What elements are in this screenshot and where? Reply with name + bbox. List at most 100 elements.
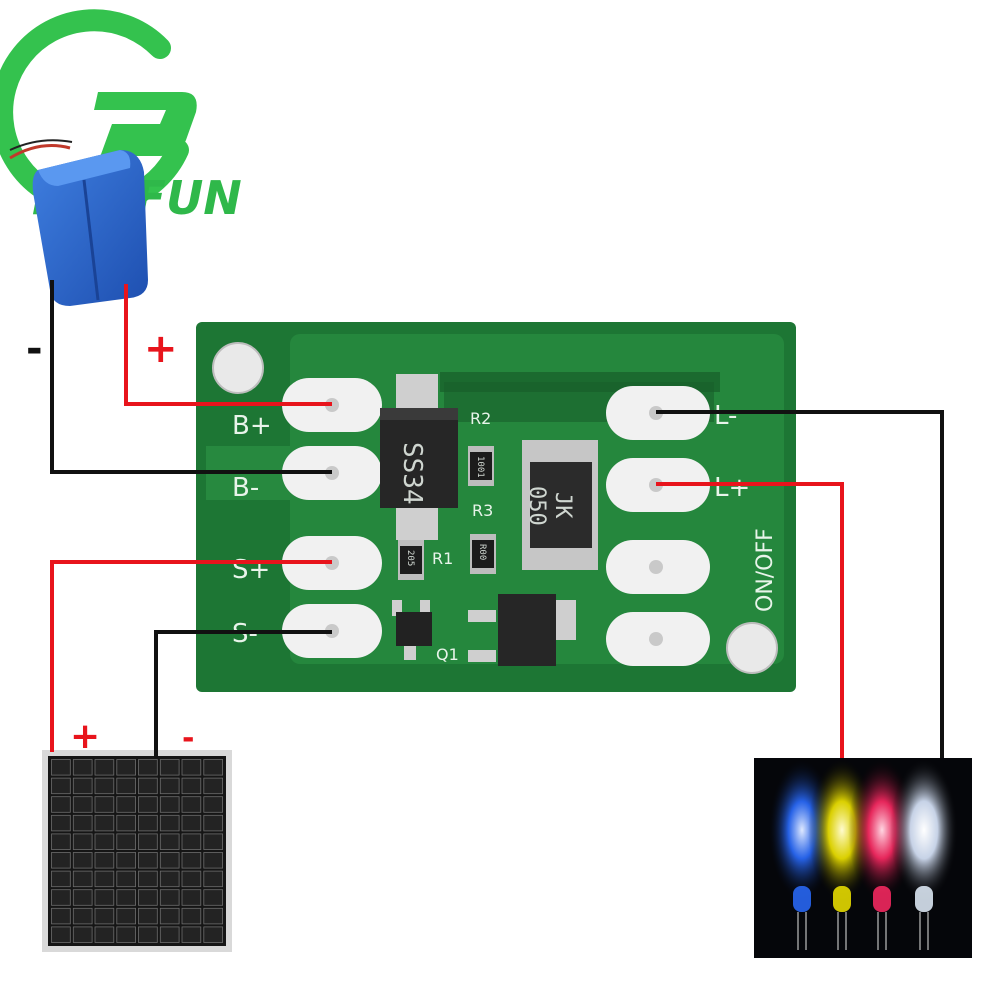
wires: [50, 280, 944, 758]
solar-cell: [181, 852, 202, 869]
label-l-minus: L-: [714, 401, 737, 431]
solar-cell: [116, 852, 137, 869]
solar-cell: [138, 796, 158, 813]
solar-cell: [138, 777, 158, 795]
solar-cell: [203, 852, 224, 869]
battery-lead-black: [9, 139, 73, 151]
solar-cell: [116, 870, 137, 888]
solar-cell: [51, 777, 71, 795]
solar-cell: [203, 796, 224, 813]
solar-cell: [203, 777, 224, 795]
mount-hole-top-left: [212, 342, 264, 394]
led-body: [873, 886, 891, 912]
solar-cell: [181, 759, 202, 776]
battery-top-face: [38, 150, 131, 186]
solar-cell: [181, 833, 202, 850]
solar-cell: [72, 759, 93, 776]
solar-cell: [159, 759, 180, 776]
solar-cell: [94, 870, 115, 888]
solar-panel: + -: [42, 716, 232, 952]
label-q1: Q1: [436, 645, 459, 664]
solar-cell: [94, 889, 115, 906]
diode-marking: SS34: [397, 442, 427, 505]
label-r3: R3: [472, 501, 493, 520]
label-l-plus: L+: [714, 473, 750, 503]
solar-cell: [159, 833, 180, 850]
battery-lead-red: [9, 144, 71, 160]
solar-cell: [94, 833, 115, 850]
led-glow: [890, 758, 958, 902]
solar-cell: [203, 814, 224, 832]
solar-cell: [181, 870, 202, 888]
solar-cell: [138, 889, 158, 906]
solar-cell: [138, 926, 158, 943]
solar-cell: [116, 759, 137, 776]
solar-cell: [159, 870, 180, 888]
solar-cell: [138, 759, 158, 776]
label-r1: R1: [432, 549, 453, 568]
solar-cell: [181, 907, 202, 925]
solar-cell: [116, 777, 137, 795]
solar-cell: [94, 759, 115, 776]
solar-cell: [116, 926, 137, 943]
solar-cell: [181, 889, 202, 906]
inductor-marking-2: 050: [524, 486, 549, 526]
solar-cell: [203, 870, 224, 888]
solar-cell: [51, 852, 71, 869]
solar-cell: [72, 777, 93, 795]
solar-cell: [94, 777, 115, 795]
solar-cell: [51, 759, 71, 776]
solar-cell: [51, 870, 71, 888]
resistor-r1: 205 R1: [398, 540, 453, 580]
led-body: [915, 886, 933, 912]
resistor-r3: R00 R3: [470, 501, 496, 574]
solar-cell: [51, 796, 71, 813]
label-s-plus: S+: [232, 555, 270, 585]
solar-cell: [94, 907, 115, 925]
solar-cell: [51, 833, 71, 850]
solar-cell-grid: [51, 759, 224, 943]
wire-led-negative: [656, 410, 944, 758]
label-r2: R2: [470, 409, 491, 428]
solar-cell: [72, 796, 93, 813]
wire-battery-positive: [124, 284, 332, 406]
solar-cell: [51, 814, 71, 832]
solar-cell: [181, 814, 202, 832]
solar-cell: [138, 833, 158, 850]
solar-cell: [138, 814, 158, 832]
solar-cell: [94, 926, 115, 943]
solar-cell: [51, 907, 71, 925]
solar-cell: [72, 814, 93, 832]
solar-cell: [181, 926, 202, 943]
wire-battery-negative: [50, 280, 332, 474]
solar-cell: [159, 796, 180, 813]
solar-cell: [116, 889, 137, 906]
led-body: [833, 886, 851, 912]
solar-cell: [159, 814, 180, 832]
solar-cell: [181, 777, 202, 795]
solar-cell: [159, 777, 180, 795]
battery-plus-sign: +: [144, 326, 178, 372]
inductor-jk050: JK 050: [522, 440, 598, 570]
led-body: [793, 886, 811, 912]
solar-cell: [116, 796, 137, 813]
solar-cell: [159, 907, 180, 925]
battery-seam: [82, 179, 100, 301]
label-b-plus: B+: [232, 411, 272, 441]
r3-value: R00: [477, 544, 487, 560]
diode-ss34: SS34: [380, 374, 458, 540]
solar-cell: [138, 907, 158, 925]
solar-cell: [51, 889, 71, 906]
transistor-q1: Q1: [392, 600, 459, 664]
r1-value: 205: [405, 550, 415, 566]
r2-value: 1001: [475, 456, 485, 478]
battery: + -: [9, 139, 178, 372]
solar-cell: [94, 852, 115, 869]
resistor-r2: 1001 R2: [468, 409, 494, 486]
solar-cell: [51, 926, 71, 943]
solar-cell: [116, 907, 137, 925]
solar-cell: [116, 833, 137, 850]
solar-cell: [72, 870, 93, 888]
mosfet: [468, 594, 576, 666]
